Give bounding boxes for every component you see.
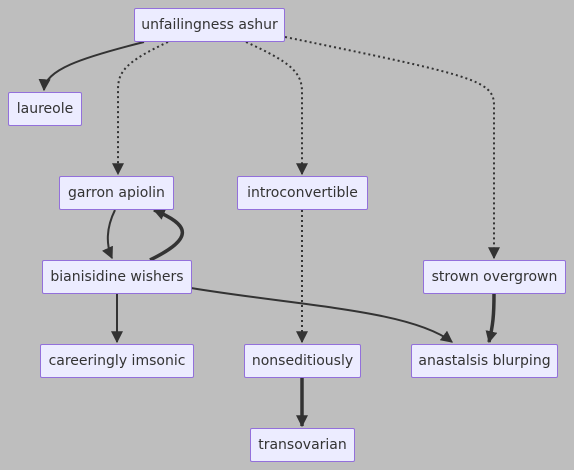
node-bianisidine-wishers[interactable]: bianisidine wishers [42, 260, 192, 294]
edge-strown-anastalsis [485, 293, 498, 344]
node-anastalsis-blurping[interactable]: anastalsis blurping [411, 344, 558, 378]
node-careeringly-imsonic[interactable]: careeringly imsonic [40, 344, 194, 378]
node-unfailingness-ashur[interactable]: unfailingness ashur [134, 8, 285, 42]
edge-unfailingness-introconvertible [245, 41, 308, 176]
edge-bianisidine-garron [149, 208, 184, 262]
edge-unfailingness-garron [112, 41, 169, 176]
edge-bianisidine-anastalsis [190, 287, 453, 343]
node-introconvertible[interactable]: introconvertible [237, 176, 368, 210]
node-garron-apiolin[interactable]: garron apiolin [59, 176, 174, 210]
node-strown-overgrown[interactable]: strown overgrown [423, 260, 566, 294]
node-laureole[interactable]: laureole [8, 92, 82, 126]
node-transovarian[interactable]: transovarian [250, 428, 355, 462]
node-nonseditiously[interactable]: nonseditiously [244, 344, 361, 378]
edge-garron-bianisidine [102, 209, 116, 260]
edge-unfailingness-laureole [38, 41, 145, 92]
edge-unfailingness-strown [284, 36, 500, 260]
